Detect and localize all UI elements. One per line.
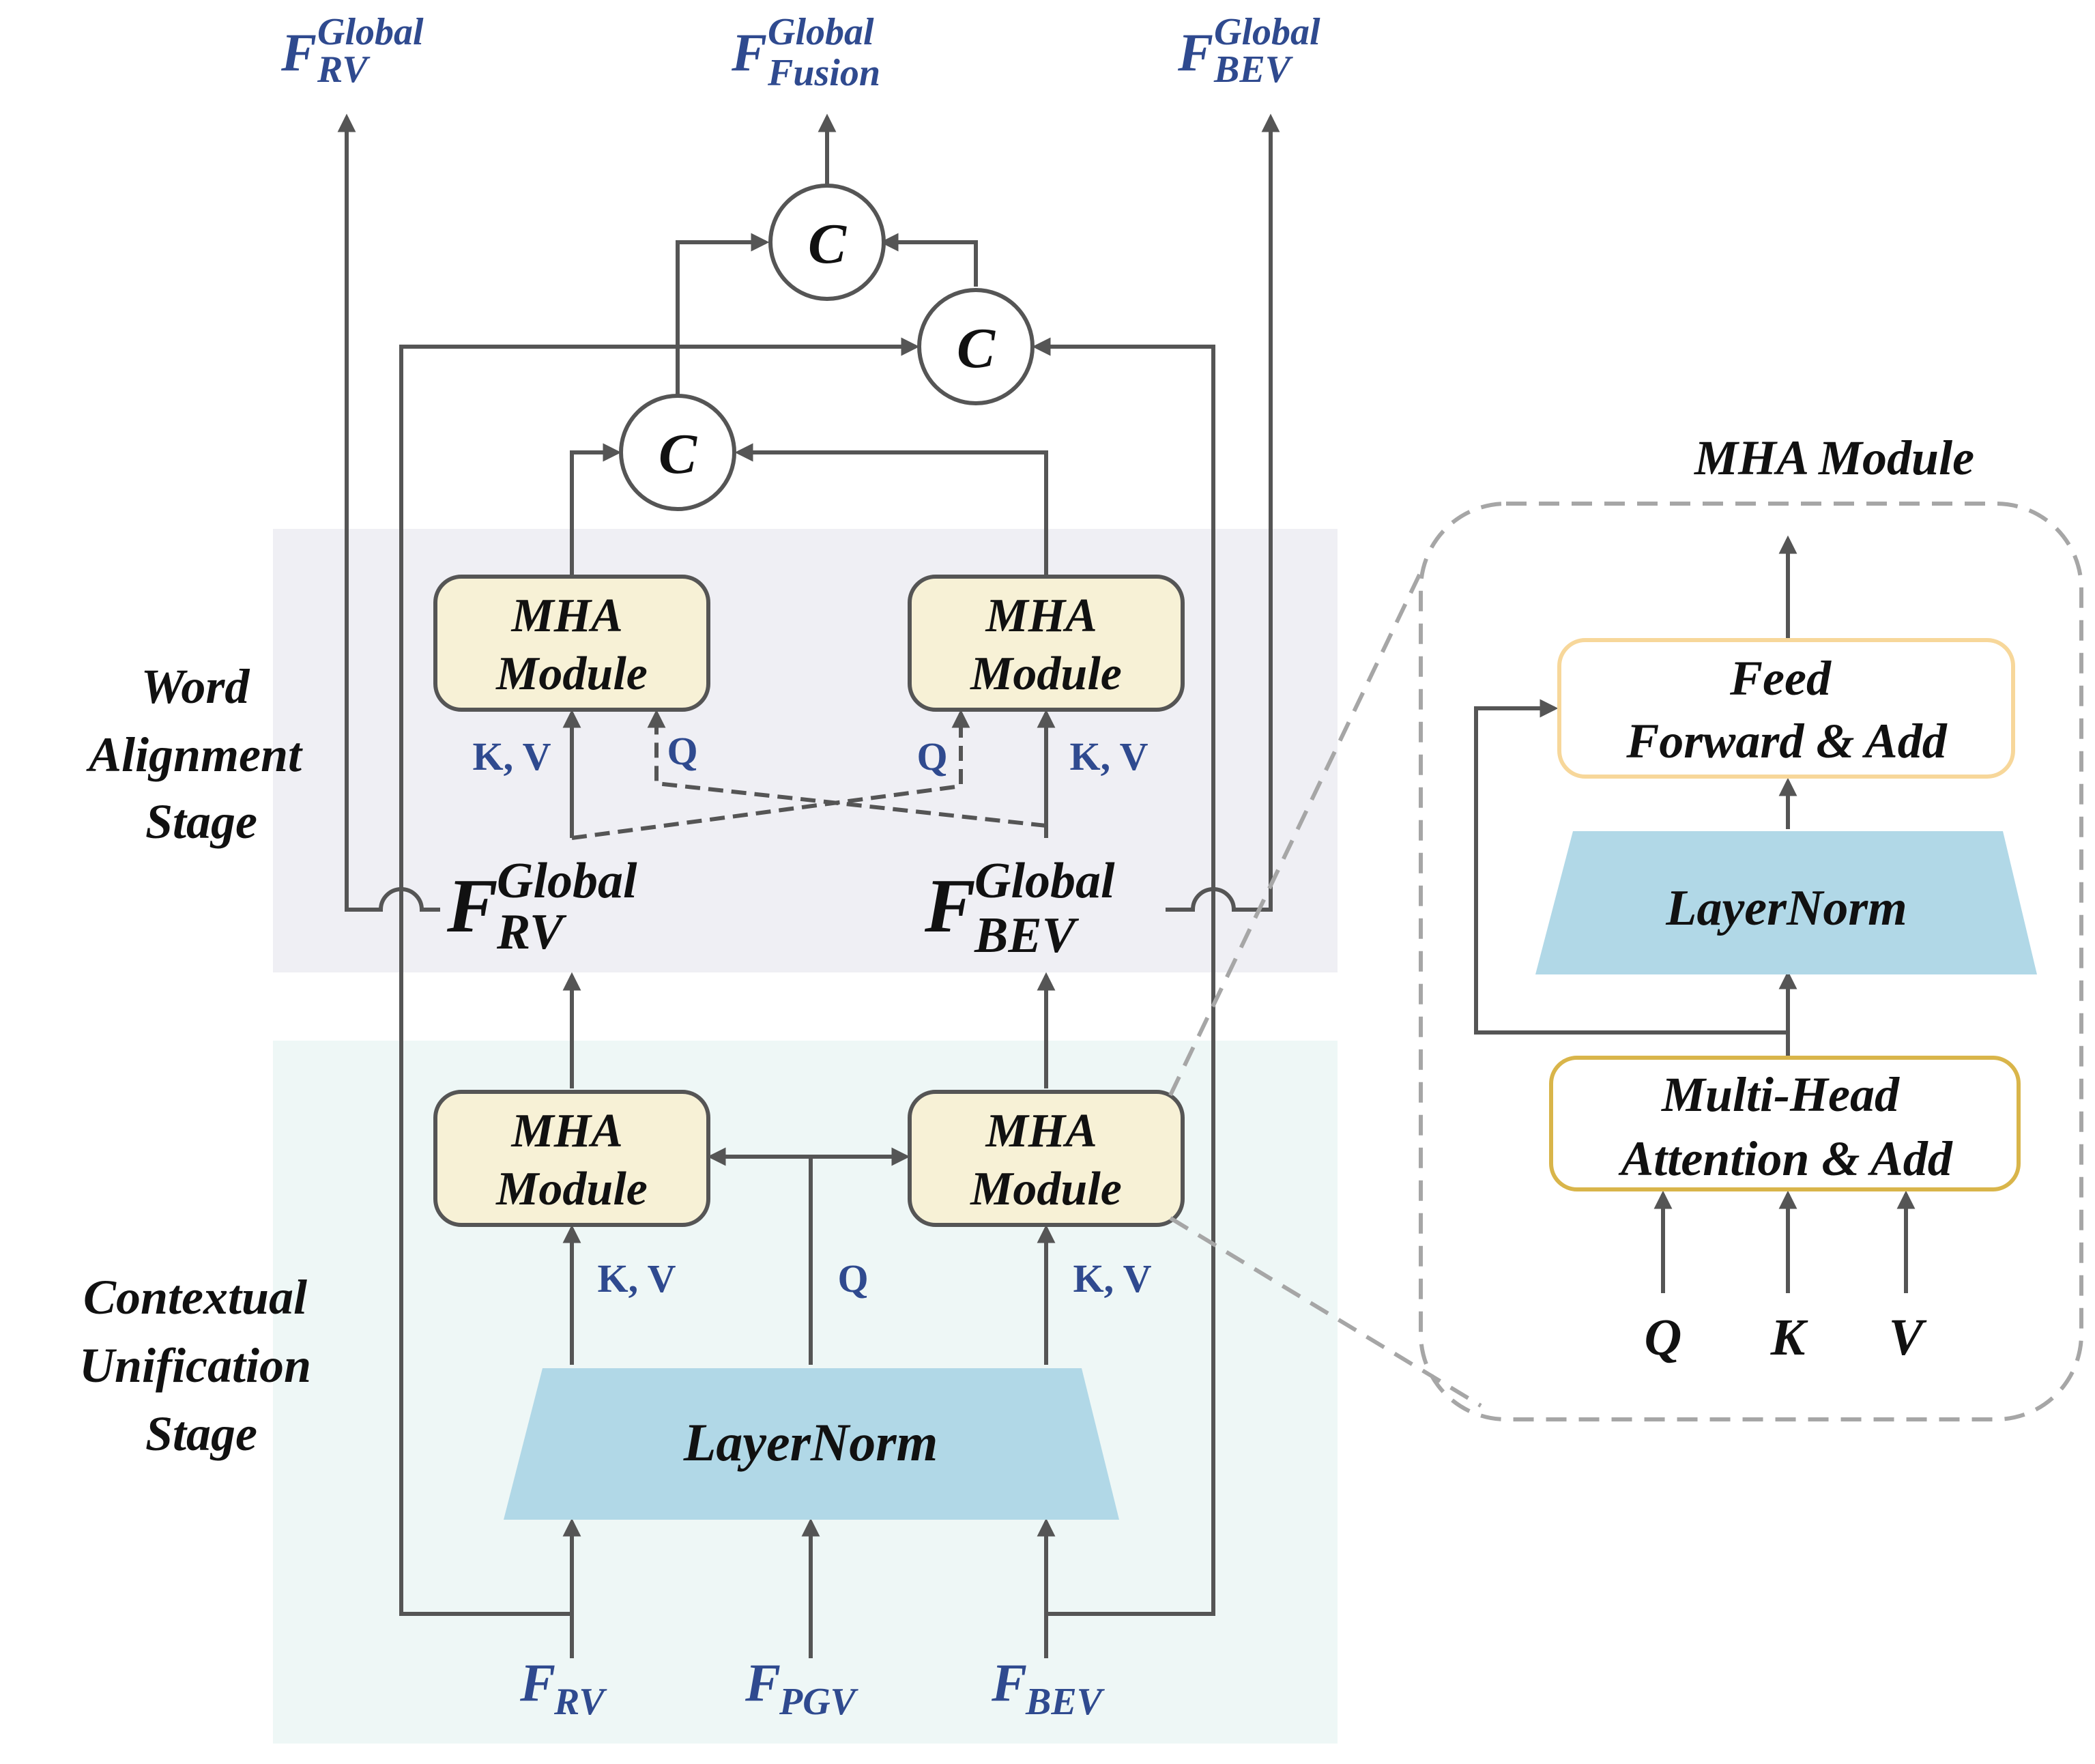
svg-text:RV: RV	[553, 1681, 607, 1723]
svg-text:BEV: BEV	[1213, 48, 1294, 91]
output-rv-label: F Global RV	[280, 11, 424, 91]
wa-mha-right-up	[734, 443, 1048, 577]
output-bev-label: F Global BEV	[1177, 11, 1320, 91]
svg-text:BEV: BEV	[1025, 1681, 1106, 1723]
kv-label-context-left: K, V	[598, 1256, 676, 1301]
detail-input-v: V	[1889, 1309, 1927, 1366]
svg-text:MHA Module: MHA Module	[970, 1105, 1122, 1215]
kv-label-word-left: K, V	[473, 734, 551, 779]
q-label-word-right: Q	[916, 734, 947, 779]
rv-global-output-line	[337, 113, 440, 912]
zoom-connector-bottom	[1169, 1216, 1482, 1408]
svg-text:RV: RV	[496, 904, 567, 960]
detail-input-k: K	[1770, 1309, 1808, 1366]
concat-bottom-to-top	[676, 233, 770, 394]
layernorm-detail: LayerNorm	[1535, 831, 2037, 974]
detail-title: MHA Module	[1694, 431, 1974, 485]
svg-text:F: F	[924, 864, 976, 949]
bev-global-feature-label: F Global BEV	[924, 853, 1115, 964]
svg-text:F: F	[280, 23, 317, 82]
detail-panel-border	[1419, 502, 2083, 1421]
svg-text:F: F	[745, 1653, 781, 1712]
concat-node-top: C	[768, 184, 886, 301]
svg-text:MHA Module: MHA Module	[495, 590, 648, 700]
svg-text:C: C	[659, 422, 697, 486]
mha-module-context-left: MHA Module	[433, 1090, 710, 1227]
bev-skip-line	[1032, 337, 1215, 1616]
mha-module-word-right: MHA Module	[908, 575, 1185, 712]
kv-label-word-right: K, V	[1070, 734, 1148, 779]
svg-text:LayerNorm: LayerNorm	[1665, 880, 1907, 936]
svg-text:MHA Module: MHA Module	[495, 1105, 648, 1215]
svg-text:F: F	[519, 1653, 555, 1712]
multi-head-attention-box: Multi-Head Attention & Add	[1549, 1056, 2021, 1191]
bev-global-output-line	[1166, 113, 1280, 912]
svg-text:MHA Module: MHA Module	[970, 590, 1122, 700]
svg-text:RV: RV	[317, 48, 371, 91]
svg-text:Global: Global	[974, 853, 1115, 909]
concat-node-right: C	[917, 288, 1035, 405]
svg-text:C: C	[957, 317, 996, 380]
input-pgv-label: F PGV	[745, 1653, 859, 1723]
mha-module-context-right: MHA Module	[908, 1090, 1185, 1227]
svg-text:LayerNorm: LayerNorm	[683, 1413, 938, 1472]
layernorm-main: LayerNorm	[504, 1368, 1119, 1520]
detail-input-q: Q	[1645, 1309, 1682, 1366]
mha-module-word-left: MHA Module	[433, 575, 710, 712]
q-label-context: Q	[837, 1256, 868, 1301]
concat-node-bottom: C	[619, 394, 736, 511]
contextual-unification-stage-label: Contextual Unification Stage	[79, 1270, 323, 1461]
svg-text:Feed Forward & Add: Feed Forward & Add	[1626, 651, 1947, 768]
feed-forward-box: Feed Forward & Add	[1557, 638, 2015, 779]
svg-text:F: F	[446, 864, 498, 949]
input-bev-label: F BEV	[991, 1653, 1106, 1723]
kv-label-context-right: K, V	[1073, 1256, 1152, 1301]
svg-text:PGV: PGV	[779, 1681, 859, 1723]
rv-global-q-dashed	[571, 709, 970, 840]
svg-text:F: F	[731, 23, 767, 82]
svg-text:Global: Global	[1214, 11, 1320, 53]
rv-skip-line	[399, 337, 920, 1616]
q-label-word-left: Q	[667, 729, 697, 773]
bev-global-q-dashed	[647, 709, 1047, 828]
svg-text:Global: Global	[497, 853, 637, 909]
concat-right-to-top	[880, 233, 978, 287]
svg-text:C: C	[808, 212, 847, 276]
svg-text:F: F	[1177, 23, 1213, 82]
svg-text:Global: Global	[317, 11, 424, 53]
input-rv-label: F RV	[519, 1653, 607, 1723]
svg-text:Global: Global	[768, 11, 874, 53]
svg-text:Multi-Head Attention & A: Multi-Head Attention & Add	[1618, 1067, 1952, 1186]
output-fusion-label: F Global Fusion	[731, 11, 880, 94]
detail-residual	[1474, 699, 1788, 1035]
rv-global-feature-label: F Global RV	[446, 853, 637, 960]
word-alignment-stage-label: Word Alignment Stage	[86, 659, 314, 849]
wa-mha-left-up	[570, 443, 622, 577]
svg-text:F: F	[991, 1653, 1027, 1712]
svg-text:BEV: BEV	[974, 908, 1080, 964]
svg-text:Fusion: Fusion	[767, 52, 880, 94]
